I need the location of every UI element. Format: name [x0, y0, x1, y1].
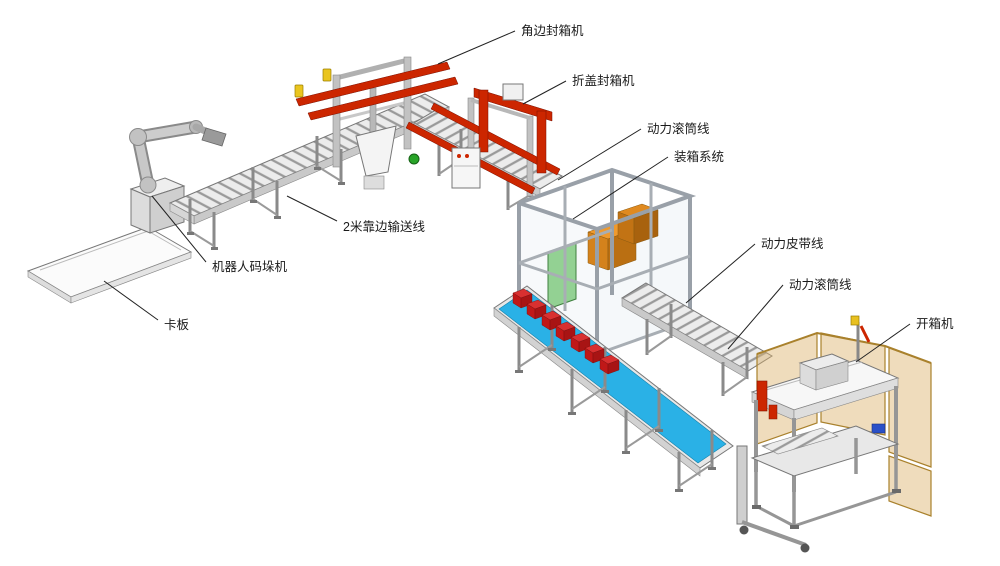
- control-cabinet: [451, 147, 481, 189]
- red-lever: [859, 325, 871, 343]
- callout-labels: 角边封箱机 折盖封箱机 动力滚筒线 装箱系统 动力皮带线 动力滚筒线 开箱机 2…: [164, 23, 954, 332]
- power-roller-line-right: [621, 282, 773, 396]
- leader-belt-line: [685, 243, 756, 304]
- corner-sealer-red-rails: [295, 61, 459, 121]
- leader-roller-right: [727, 284, 784, 350]
- label-case-packer: 装箱系统: [674, 149, 724, 164]
- leader-erector: [855, 323, 911, 363]
- leader-robot: [151, 195, 207, 263]
- label-belt-line: 动力皮带线: [761, 237, 824, 251]
- leader-edge-conveyor: [286, 195, 338, 222]
- label-pallet: 卡板: [164, 318, 190, 332]
- label-erector: 开箱机: [916, 316, 954, 331]
- case-packing-system: [517, 167, 697, 356]
- robot-gripper: [201, 127, 227, 147]
- label-roller-top: 动力滚筒线: [647, 121, 710, 136]
- robot-palletizer: [129, 120, 227, 234]
- leader-pallet: [103, 280, 159, 321]
- leader-corner-sealer: [437, 30, 516, 65]
- label-edge-conveyor: 2米靠边输送线: [343, 219, 425, 234]
- leader-flap-sealer: [522, 80, 567, 105]
- yellow-cylinder-1: [294, 84, 304, 98]
- leader-case-packer: [572, 156, 669, 220]
- pallet-board: [26, 226, 193, 304]
- label-robot: 机器人码垛机: [212, 259, 288, 274]
- caster-wheel: [739, 525, 749, 535]
- caster-wheel: [800, 543, 810, 553]
- flap-sealer-machine: [405, 83, 561, 197]
- leader-roller-top: [557, 128, 642, 181]
- label-flap-sealer: 折盖封箱机: [572, 73, 635, 88]
- belt-conveyor: [493, 285, 734, 492]
- green-start-button: [408, 153, 420, 165]
- yellow-cylinder-2: [322, 68, 332, 82]
- red-unit: [756, 380, 768, 412]
- label-corner-sealer: 角边封箱机: [521, 23, 584, 38]
- label-roller-right: 动力滚筒线: [789, 277, 852, 292]
- glue-hopper: [355, 125, 397, 177]
- sealer-head-unit: [502, 83, 524, 101]
- product-boxes: [512, 288, 620, 375]
- carton-erector-machine: [736, 315, 932, 553]
- corner-sealer-machine: [294, 56, 459, 190]
- callout-lines: [103, 30, 911, 363]
- blue-unit: [871, 423, 886, 434]
- yellow-handle: [850, 315, 860, 326]
